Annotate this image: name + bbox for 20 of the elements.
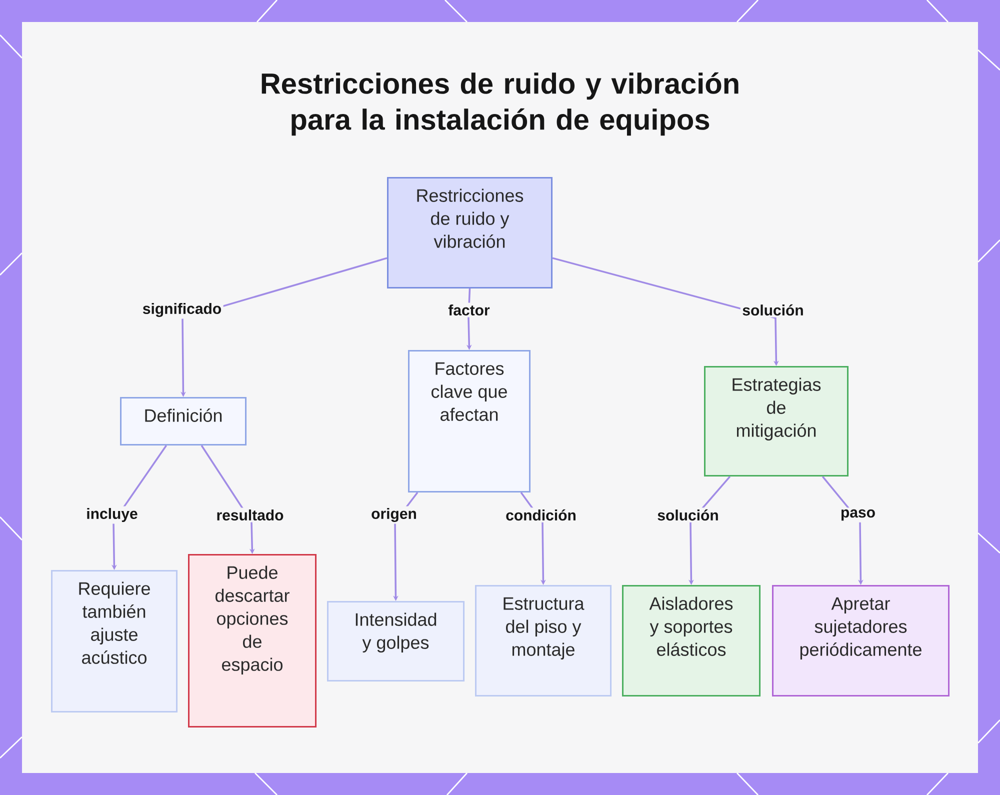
concept-box: Definición (120, 397, 247, 446)
edge-label: paso (838, 508, 878, 522)
concept-box: Estrategias de mitigación (704, 366, 849, 477)
edge-label: significado (140, 301, 224, 319)
concept-box: Requiere también ajuste acústico (51, 570, 178, 713)
edge-label: condición (504, 508, 578, 522)
concept-box: Restricciones de ruido y vibración (387, 177, 553, 289)
title: Restricciones de ruido y vibración para la instalación de equipos (262, 72, 738, 136)
concept-box: Intensidad y golpes (327, 601, 465, 682)
concept-box: Apretar sujetadores periódicamente (772, 585, 950, 697)
edge-label: resultado (214, 508, 286, 522)
edge-label: origen (369, 506, 419, 524)
edge-label: incluye (84, 506, 140, 524)
concept-box: Factores clave que afectan (408, 350, 531, 493)
edge-label: solución (740, 302, 806, 318)
concept-box: Puede descartar opciones de espacio (188, 554, 317, 728)
concept-box: Aisladores y soportes elásticos (622, 585, 761, 697)
concept-box: Estructura del piso y montaje (475, 585, 612, 697)
edge-label: factor (446, 302, 492, 318)
edge-label: solución (655, 508, 721, 522)
